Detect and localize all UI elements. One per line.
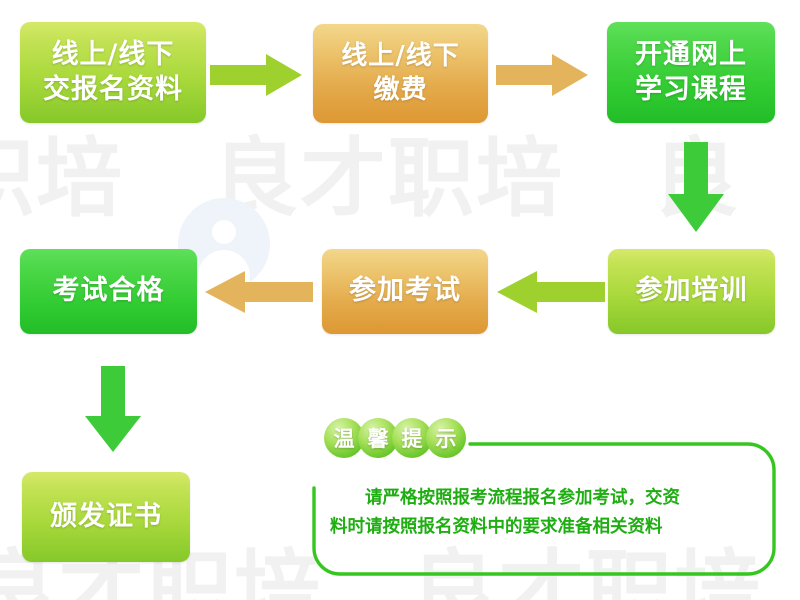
tip-message-line2: 料时请按照报名资料中的要求准备相关资料: [330, 517, 663, 538]
flow-node-submit-materials-line2: 交报名资料: [43, 73, 183, 105]
flow-node-exam-passed-line1: 考试合格: [52, 275, 165, 307]
flow-node-open-course-line2: 学习课程: [635, 73, 747, 105]
flow-node-open-course-line1: 开通网上: [635, 38, 747, 70]
flow-node-take-exam[interactable]: 参加考试: [322, 249, 488, 334]
flow-node-training-line1: 参加培训: [635, 275, 748, 307]
tip-badge-char-3: 提: [392, 418, 432, 458]
tip-badge-char-1: 温: [324, 418, 364, 458]
tip-badge-char-2: 馨: [358, 418, 398, 458]
flow-node-issue-certificate-line1: 颁发证书: [50, 500, 162, 532]
flow-node-open-course[interactable]: 开通网上 学习课程: [607, 22, 775, 123]
flow-node-take-exam-line1: 参加考试: [349, 275, 461, 307]
flow-node-payment[interactable]: 线上/线下 缴费: [313, 24, 488, 123]
arrow-training-to-exam: [497, 271, 605, 313]
flow-node-submit-materials-line1: 线上/线下: [51, 38, 175, 70]
arrow-payment-to-course: [496, 54, 588, 96]
flow-node-issue-certificate[interactable]: 颁发证书: [22, 472, 190, 562]
tip-panel-border: [310, 440, 778, 578]
arrow-exam-to-passed: [205, 271, 313, 313]
tip-badge: 温 馨 提 示: [324, 418, 466, 458]
tip-message: 请严格按照报考流程报名参加考试，交资 料时请按照报名资料中的要求准备相关资料: [330, 484, 760, 543]
flow-node-exam-passed[interactable]: 考试合格: [20, 249, 197, 334]
tip-panel: 温 馨 提 示 请严格按照报考流程报名参加考试，交资 料时请按照报名资料中的要求…: [310, 418, 778, 578]
tip-message-line1: 请严格按照报考流程报名参加考试，交资: [365, 488, 680, 508]
flow-node-training[interactable]: 参加培训: [608, 249, 775, 334]
flow-node-payment-line2: 缴费: [373, 74, 428, 105]
arrow-submit-to-payment: [210, 54, 302, 96]
tip-badge-char-4: 示: [426, 418, 466, 458]
arrow-course-to-training: [668, 142, 724, 232]
arrow-passed-to-certificate: [85, 366, 141, 452]
flow-node-payment-line1: 线上/线下: [341, 41, 460, 72]
flow-node-submit-materials[interactable]: 线上/线下 交报名资料: [20, 22, 206, 123]
watermark-text-top: 职培 良才职培 良: [0, 129, 740, 229]
